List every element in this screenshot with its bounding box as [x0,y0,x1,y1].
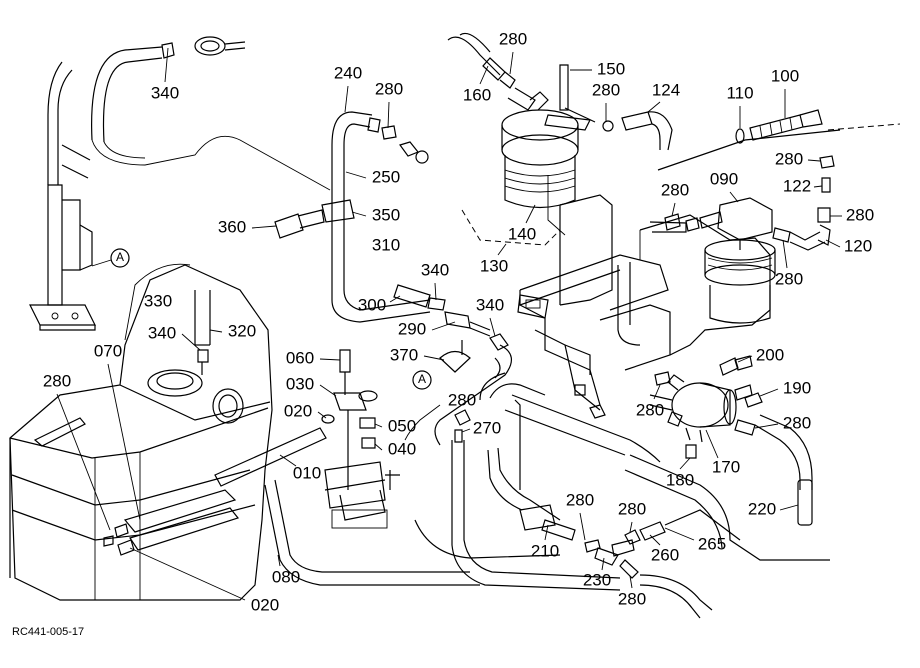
label-040: 040 [388,439,416,458]
label-140: 140 [508,224,536,243]
label-290: 290 [398,319,426,338]
view-marker-a-top [110,248,130,268]
label-280-e: 280 [661,180,689,199]
tank-tubes [103,489,240,556]
mount-bracket-assembly [321,349,400,529]
label-265: 265 [698,534,726,553]
fuel-pump-170 [649,355,813,526]
view-marker-a-top-label: A [116,250,124,264]
label-060: 060 [286,348,314,367]
label-090: 090 [710,169,738,188]
label-280-h: 280 [636,400,664,419]
label-124: 124 [652,80,680,99]
label-270: 270 [473,418,501,437]
view-marker-a-bottom-label: A [418,372,426,386]
bolt-100 [657,109,901,171]
filter-mount-bracket [517,194,771,419]
label-070: 070 [94,341,122,360]
water-separator-090 [649,155,835,324]
center-lines [451,372,741,619]
label-280-c: 280 [775,149,803,168]
label-160: 160 [463,85,491,104]
label-250: 250 [372,167,400,186]
label-122: 122 [783,176,811,195]
label-030: 030 [286,374,314,393]
label-050: 050 [388,416,416,435]
label-180: 180 [666,470,694,489]
label-330: 330 [144,291,172,310]
label-300: 300 [358,295,386,314]
pipe-250 [274,111,431,323]
label-280-a: 280 [375,79,403,98]
label-280-j: 280 [566,490,594,509]
label-010: 010 [293,463,321,482]
return-hose-top [91,36,331,191]
label-320: 320 [228,321,256,340]
fuel-filter-140 [447,32,673,246]
label-280-g: 280 [783,413,811,432]
breather-tube [124,263,211,375]
label-280-left: 280 [43,371,71,390]
label-100: 100 [771,66,799,85]
label-200: 200 [756,345,784,364]
label-080: 080 [272,567,300,586]
label-360: 360 [218,217,246,236]
label-190: 190 [783,378,811,397]
label-370: 370 [390,345,418,364]
pipe-010 [214,404,561,586]
label-280-f: 280 [775,269,803,288]
label-110: 110 [726,83,753,102]
return-line-right [504,394,830,561]
stand-bracket [29,61,96,331]
label-170: 170 [712,457,740,476]
label-310: 310 [372,235,400,254]
label-220: 220 [748,499,776,518]
label-240: 240 [334,63,362,82]
label-020-mid: 020 [284,401,312,420]
label-130: 130 [480,256,508,275]
label-280-i: 280 [448,390,476,409]
view-marker-a-bottom [412,370,432,390]
label-280-l: 280 [618,589,646,608]
label-340-top: 340 [151,83,179,102]
label-120: 120 [844,236,872,255]
label-280-d: 280 [846,205,874,224]
label-340-mid: 340 [421,260,449,279]
label-020-bottom: 020 [251,595,279,614]
label-230: 230 [583,570,611,589]
label-260: 260 [651,545,679,564]
label-150: 150 [597,59,625,78]
reference-code: RC441-005-17 [12,626,84,638]
label-210: 210 [531,541,559,560]
label-340-left: 340 [148,323,176,342]
label-340-right: 340 [476,295,504,314]
label-280-b: 280 [592,80,620,99]
fuel-tank [9,264,273,601]
label-280-top: 280 [499,29,527,48]
label-280-k: 280 [618,499,646,518]
label-350: 350 [372,205,400,224]
